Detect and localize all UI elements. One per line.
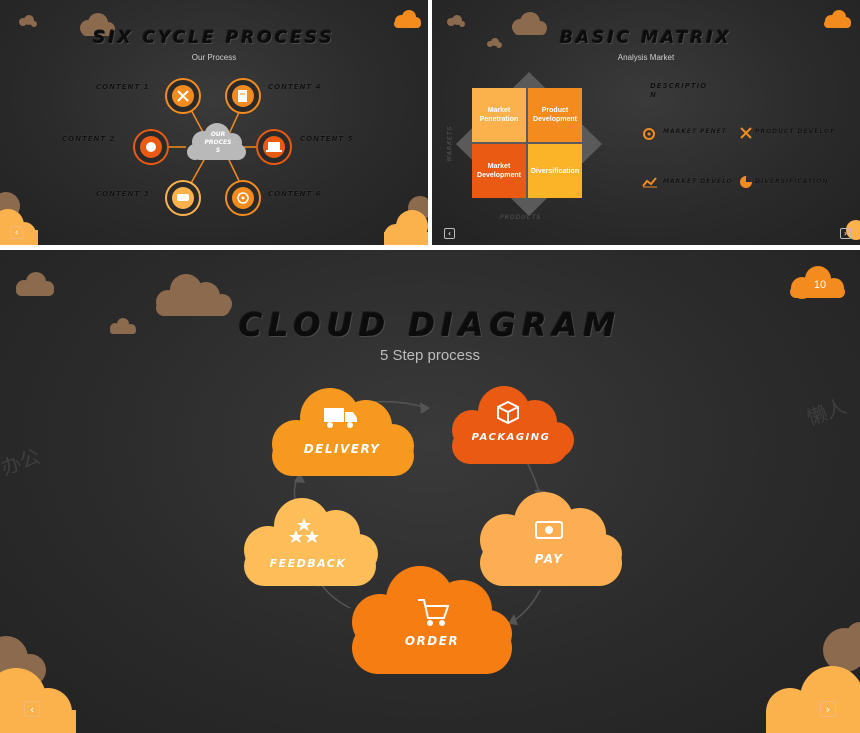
- content-2-label: CONTENT 2: [62, 135, 116, 143]
- slide-c-prev-button[interactable]: ‹: [24, 701, 40, 717]
- corner-cloud-left: [0, 192, 38, 245]
- page-badge-cloud: [790, 266, 845, 299]
- legend-diversification-icon: [740, 176, 752, 188]
- matrix-side-axis-label: MARKETS: [446, 125, 454, 162]
- content-6-label: CONTENT 6: [268, 190, 322, 198]
- matrix-bottom-axis-label: PRODUCTS: [500, 214, 542, 221]
- decor-cloud-brown: [16, 272, 232, 334]
- legend-market-penetration-label: MARKET PENET: [663, 128, 727, 135]
- legend-market-penetration-icon: [643, 128, 655, 140]
- legend-market-development-icon: [642, 177, 657, 188]
- order-cloud[interactable]: ORDER: [352, 566, 512, 674]
- matrix-diversification: Diversification: [528, 144, 582, 198]
- packaging-label: PACKAGING: [472, 432, 551, 443]
- page-badge-cloud: [824, 10, 851, 28]
- delivery-cloud[interactable]: DELIVERY: [272, 388, 414, 476]
- cycle-node-2[interactable]: [133, 129, 169, 165]
- description-title: DESCRIPTIO: [650, 82, 708, 90]
- slide-a-title: SIX CYCLE PROCESS: [93, 28, 335, 48]
- content-5-label: CONTENT 5: [300, 135, 354, 143]
- slide-a-subtitle: Our Process: [191, 53, 237, 62]
- cycle-node-6[interactable]: [225, 180, 261, 216]
- truck-icon: [324, 408, 357, 428]
- center-cloud: [187, 123, 246, 160]
- slide-c-subtitle: 5 Step process: [379, 347, 481, 364]
- laptop-icon: [268, 142, 280, 150]
- decor-cloud-brown: [447, 12, 547, 48]
- cycle-node-4[interactable]: [225, 78, 261, 114]
- center-label-line-1: OUR: [210, 131, 226, 138]
- slide-c-next-button[interactable]: ›: [820, 701, 836, 717]
- matrix-market-development: Market Development: [472, 144, 526, 198]
- slide-basic-matrix[interactable]: BASIC MATRIX Analysis Market Market Pene…: [432, 0, 860, 245]
- pay-label: PAY: [535, 552, 564, 566]
- slide-b-subtitle: Analysis Market: [617, 53, 675, 62]
- slide-six-cycle-process[interactable]: SIX CYCLE PROCESS Our Process OUR PROCES…: [0, 0, 428, 245]
- center-label-line-2: PROCES: [204, 139, 232, 146]
- matrix-product-development: Product Development: [528, 88, 582, 142]
- target-icon: [237, 192, 249, 204]
- box-icon: [497, 400, 519, 425]
- content-1-label: CONTENT 1: [96, 83, 150, 91]
- content-3-label: CONTENT 3: [96, 190, 150, 198]
- cycle-node-1[interactable]: [165, 78, 201, 114]
- slide-c-title: CLOUD DIAGRAM: [238, 306, 622, 344]
- corner-cloud-right: [846, 220, 860, 240]
- matrix-market-penetration: Market Penetration: [472, 88, 526, 142]
- stars-icon: [289, 518, 319, 543]
- tools-icon: [177, 90, 189, 102]
- content-4-label: CONTENT 4: [268, 83, 322, 91]
- chat-icon: [177, 194, 189, 201]
- pie-chart-icon: [146, 142, 156, 152]
- legend-product-development-label: PRODUCT DEVELOP: [755, 128, 836, 135]
- center-label-line-3: S: [215, 147, 221, 154]
- slide-a-graphics: [0, 10, 428, 245]
- description-title-suffix: N: [650, 91, 657, 99]
- legend-diversification-label: DIVERSIFICATION: [755, 178, 829, 185]
- slide-cloud-diagram[interactable]: DELIVERY PACKAGING: [0, 250, 860, 733]
- slide-a-prev-button[interactable]: ‹: [10, 226, 23, 239]
- cycle-node-3[interactable]: [165, 180, 201, 216]
- packaging-cloud[interactable]: PACKAGING: [452, 386, 574, 464]
- cart-icon: [418, 599, 450, 626]
- pay-cloud[interactable]: PAY: [480, 492, 622, 586]
- money-icon: [535, 521, 563, 539]
- order-label: ORDER: [405, 634, 459, 648]
- slide-c-graphics: DELIVERY PACKAGING: [0, 266, 860, 733]
- slide-b-prev-button[interactable]: ‹: [444, 228, 455, 239]
- corner-cloud-left: [0, 636, 76, 733]
- legend-product-development-icon: [740, 127, 752, 139]
- page-badge-cloud: [394, 10, 421, 28]
- cycle-node-5[interactable]: [256, 129, 292, 165]
- slide-b-title: BASIC MATRIX: [560, 28, 732, 48]
- decor-cloud-brown: [19, 13, 115, 36]
- corner-cloud-right: [384, 196, 428, 245]
- book-icon: [238, 90, 247, 102]
- feedback-label: FEEDBACK: [270, 557, 347, 570]
- slide-b-next-button[interactable]: ›: [840, 228, 851, 239]
- feedback-cloud[interactable]: FEEDBACK: [244, 498, 378, 586]
- center-process-label: OUR PROCES S: [193, 131, 243, 155]
- legend-market-development-label: MARKET DEVELO: [663, 178, 733, 185]
- slide-c-page-number: 10: [813, 279, 827, 291]
- delivery-label: DELIVERY: [304, 442, 381, 456]
- corner-cloud-right: [766, 622, 860, 733]
